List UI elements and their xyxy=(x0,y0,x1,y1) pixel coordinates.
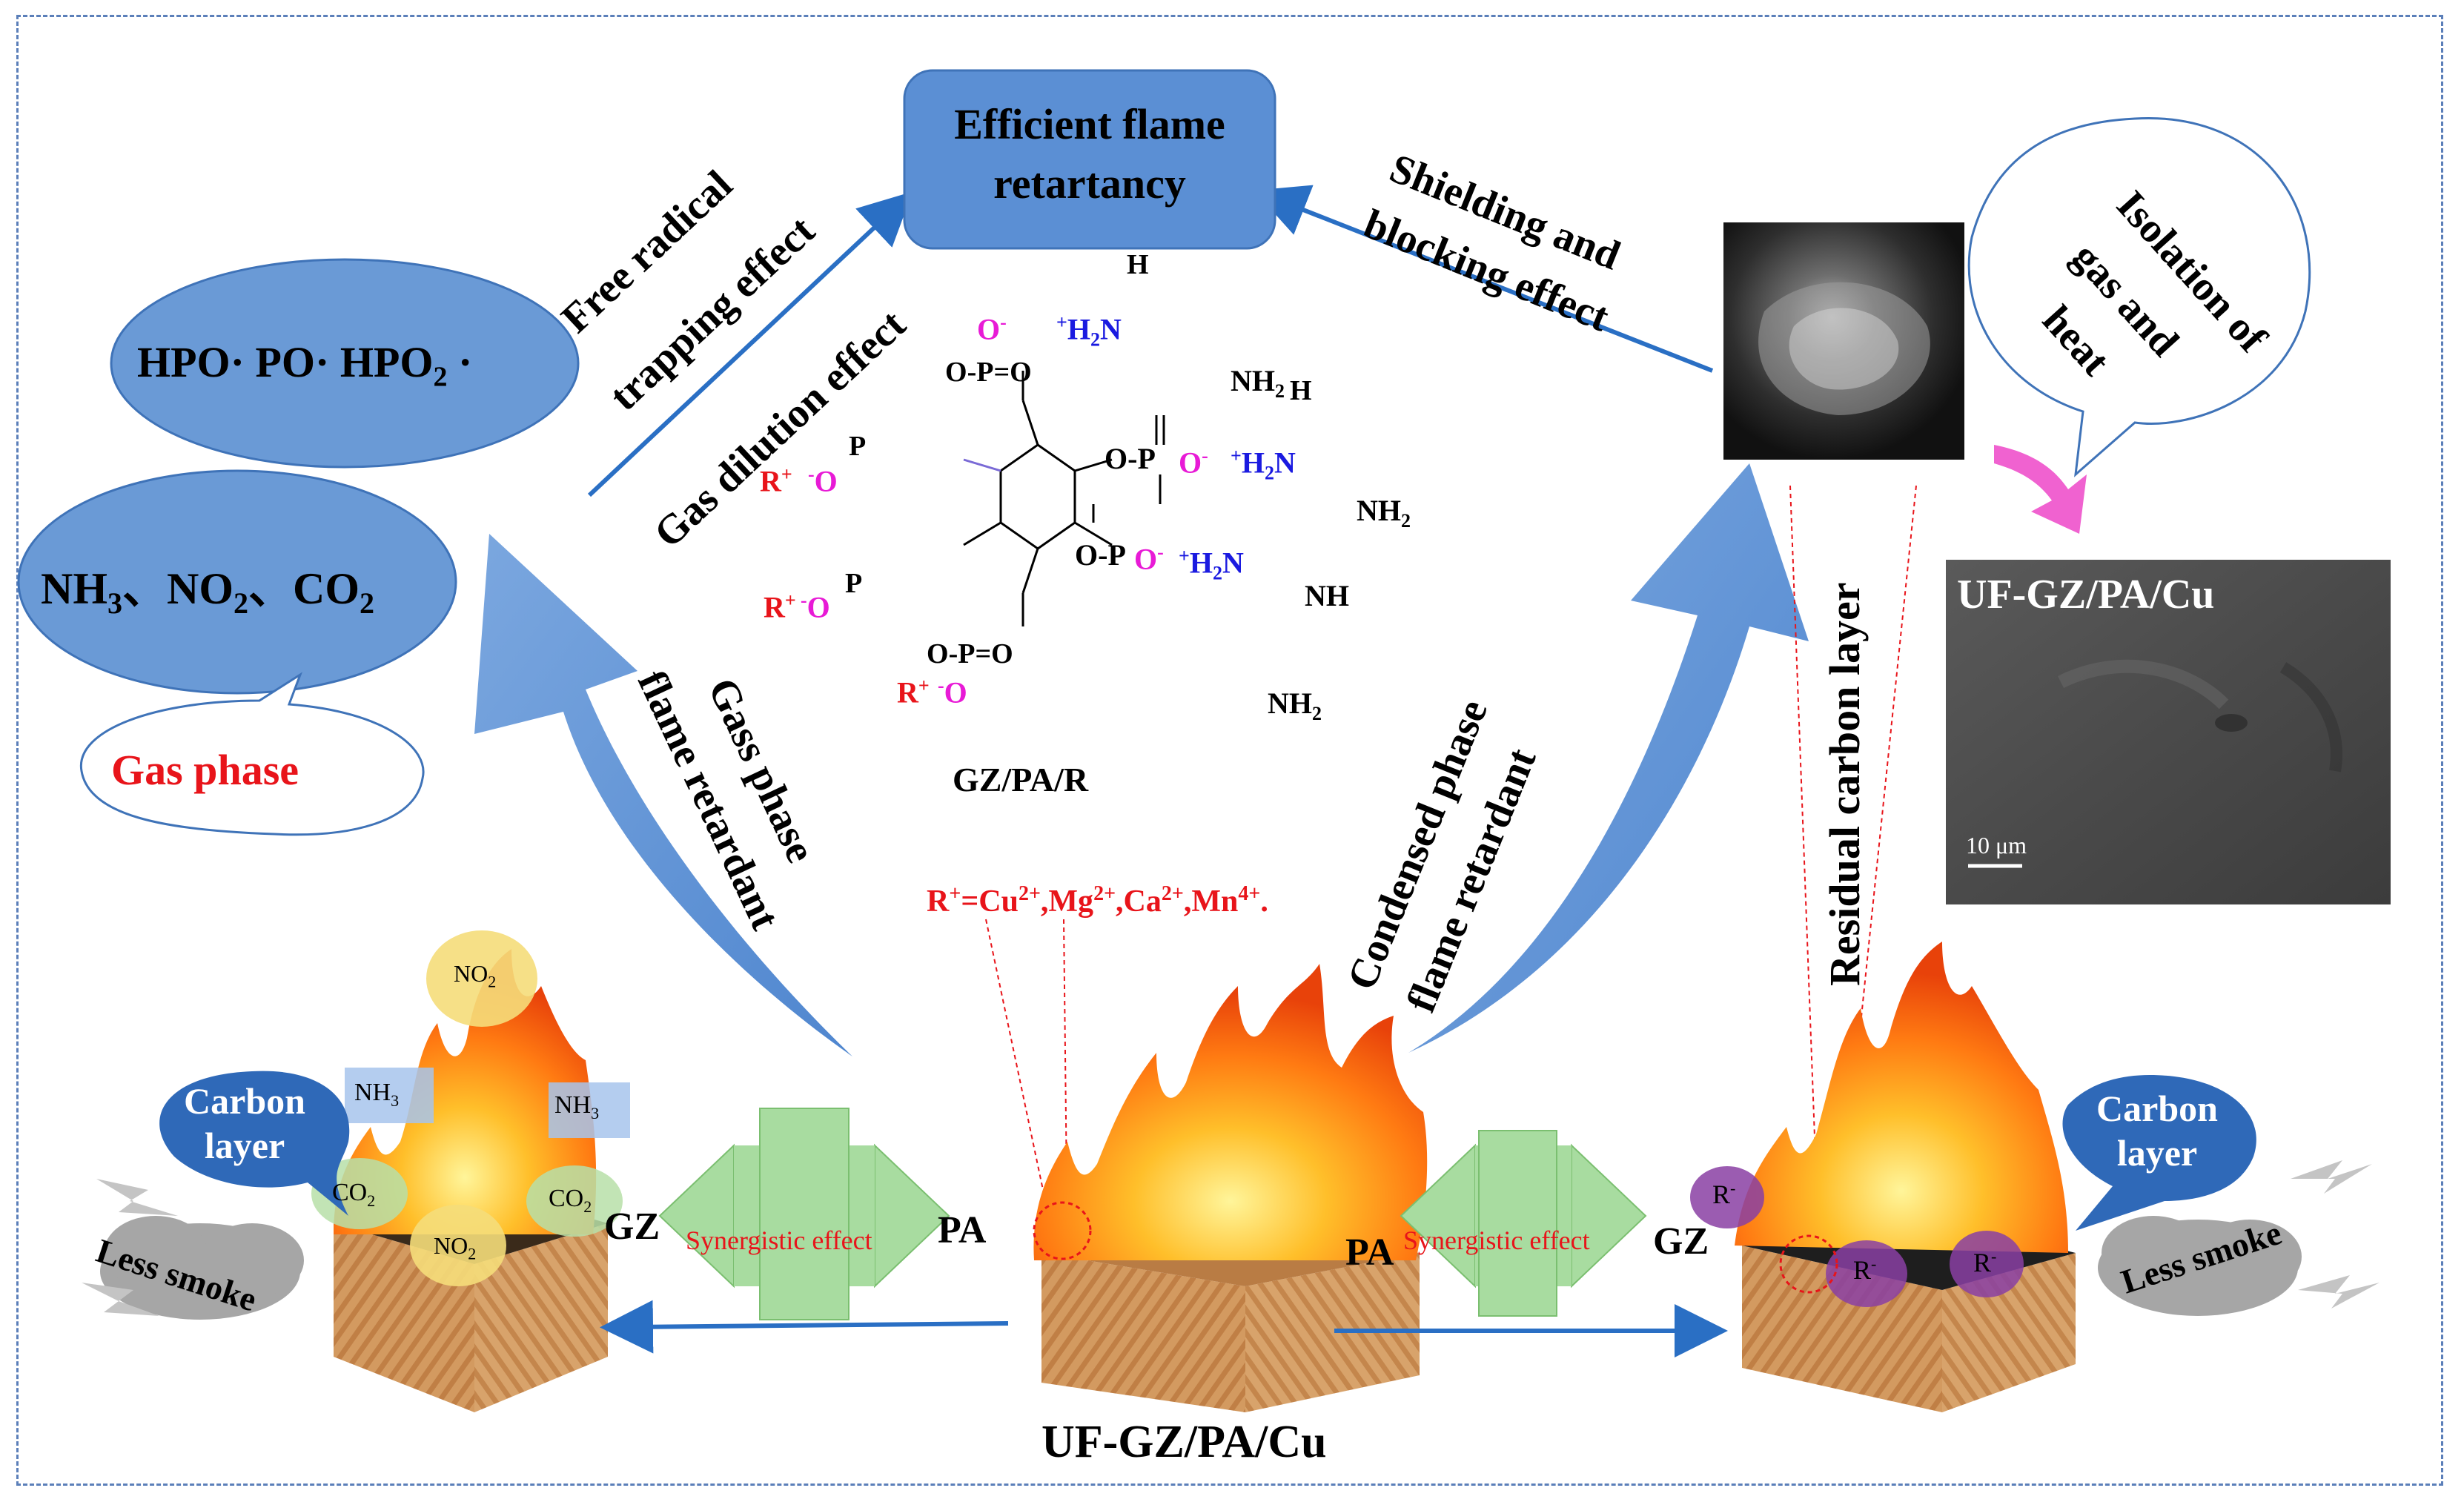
left-carbon-layer-bubble xyxy=(159,1071,350,1216)
mol-o-minus-left2: -O xyxy=(801,589,830,624)
efficient-flame-retardancy-box xyxy=(903,69,1276,250)
co2-right-ellipse xyxy=(526,1165,623,1237)
top-box-line1: Efficient flame xyxy=(954,100,1225,148)
top-box-text: Efficient flame retartancy xyxy=(904,95,1275,214)
residual-carbon-label: Residual carbon layer xyxy=(1821,582,1869,986)
left-synergy-arrow xyxy=(658,1108,950,1320)
bottom-label: UF-GZ/PA/Cu xyxy=(1041,1417,1327,1467)
no2-bottom-label: NO2 xyxy=(434,1232,477,1263)
nh3-right-box xyxy=(549,1082,630,1138)
mol-h2n-2: +H2N xyxy=(1231,445,1296,484)
mol-o-minus-bottom: -O xyxy=(938,675,967,710)
mol-o-p-o-bottom: O-P=O xyxy=(927,638,1013,669)
left-synergy-pa: PA xyxy=(938,1209,987,1251)
gas-phase-bubble xyxy=(79,672,425,836)
left-to-top-arrow xyxy=(587,191,913,497)
nh3-left-box xyxy=(345,1068,434,1123)
mol-h2n-3: +H2N xyxy=(1179,545,1244,584)
r-minus-label-3: R- xyxy=(1973,1247,1997,1277)
gas-phase-text: Gas phase xyxy=(111,746,299,794)
left-synergy-label: Synergistic effect xyxy=(686,1226,872,1255)
r-minus-disc-3 xyxy=(1950,1231,2024,1297)
isolation-bubble xyxy=(1967,116,2311,477)
mol-r-plus-3: R+ xyxy=(897,675,930,710)
center-flames xyxy=(1033,964,1428,1260)
figure-frame xyxy=(16,15,2443,1486)
molecule-caption: GZ/PA/R xyxy=(953,761,1089,798)
nh3-left-label: NH3 xyxy=(354,1079,400,1110)
pink-arrow xyxy=(1994,445,2087,534)
radicals-ellipse xyxy=(110,258,580,469)
bottom-left-arrow xyxy=(600,1300,1009,1354)
right-synergy-label: Synergistic effect xyxy=(1403,1226,1590,1255)
right-gz-label: GZ xyxy=(1653,1220,1709,1263)
sem-title: UF-GZ/PA/Cu xyxy=(1957,572,2215,618)
mol-r-plus-1: R+ xyxy=(760,463,792,498)
right-zoom-circle xyxy=(1779,1234,1838,1294)
mol-o-minus-top: O- xyxy=(977,311,1007,346)
right-synergy-pa: PA xyxy=(1345,1231,1394,1274)
mol-p-left1: P xyxy=(849,431,867,462)
gases-ellipse xyxy=(17,469,457,695)
mol-o-p-o-top: O-P=O xyxy=(945,357,1032,388)
mol-p-left2: P xyxy=(845,568,863,599)
co2-left-label: CO2 xyxy=(332,1179,376,1210)
condensed-phase-big-arrow xyxy=(1408,463,1809,1053)
nh3-right-label: NH3 xyxy=(554,1091,600,1122)
mol-h-2: H xyxy=(1290,375,1312,406)
no2-bottom-cloud xyxy=(410,1205,506,1286)
r-minus-label-1: R- xyxy=(1712,1179,1736,1209)
r-definition: R+=Cu2+,Mg2+,Ca2+,Mn4+. xyxy=(927,882,1268,919)
mol-nh2-1: NH2 xyxy=(1231,364,1285,402)
left-gz-label: GZ xyxy=(604,1205,660,1248)
center-zoom-circle xyxy=(1033,1201,1092,1260)
r-minus-disc-1 xyxy=(1690,1166,1764,1228)
right-flames xyxy=(1735,942,2068,1253)
gases-text: NH3、NO2、CO2 xyxy=(41,564,374,620)
r-minus-label-2: R- xyxy=(1853,1254,1877,1285)
mol-o-p-right1: O-P xyxy=(1105,442,1156,475)
mol-nh-3: NH xyxy=(1305,579,1349,612)
mol-nh2-2: NH2 xyxy=(1357,494,1411,532)
right-synergy-arrow xyxy=(1400,1130,1647,1317)
radicals-text: HPO· PO· HPO2 · xyxy=(137,338,473,393)
mol-r-plus-2: R+ xyxy=(764,589,796,624)
right-to-top-arrow xyxy=(1253,185,1714,373)
mol-o-minus-right2: O- xyxy=(1134,541,1164,576)
mol-o-p-right2: O-P xyxy=(1075,538,1126,572)
sem-image xyxy=(1946,560,2391,904)
sem-scale-label: 10 μm xyxy=(1966,832,2027,859)
no2-top-label: NO2 xyxy=(454,960,497,991)
left-flames xyxy=(334,949,597,1234)
top-box-line2: retartancy xyxy=(993,159,1186,208)
r-minus-disc-2 xyxy=(1826,1240,1907,1307)
right-carbon-layer-bubble xyxy=(2062,1075,2256,1231)
no2-top-cloud xyxy=(426,930,537,1027)
molecule-structure xyxy=(963,371,1165,626)
mol-h-1: H xyxy=(1127,249,1149,280)
mol-o-minus-left1: -O xyxy=(808,463,838,498)
mol-h2n-1: +H2N xyxy=(1056,311,1122,351)
mol-o-minus-right1: O- xyxy=(1179,445,1208,480)
co2-right-label: CO2 xyxy=(549,1185,592,1216)
gas-phase-big-arrow xyxy=(474,534,852,1056)
mol-nh2-3: NH2 xyxy=(1268,687,1322,724)
